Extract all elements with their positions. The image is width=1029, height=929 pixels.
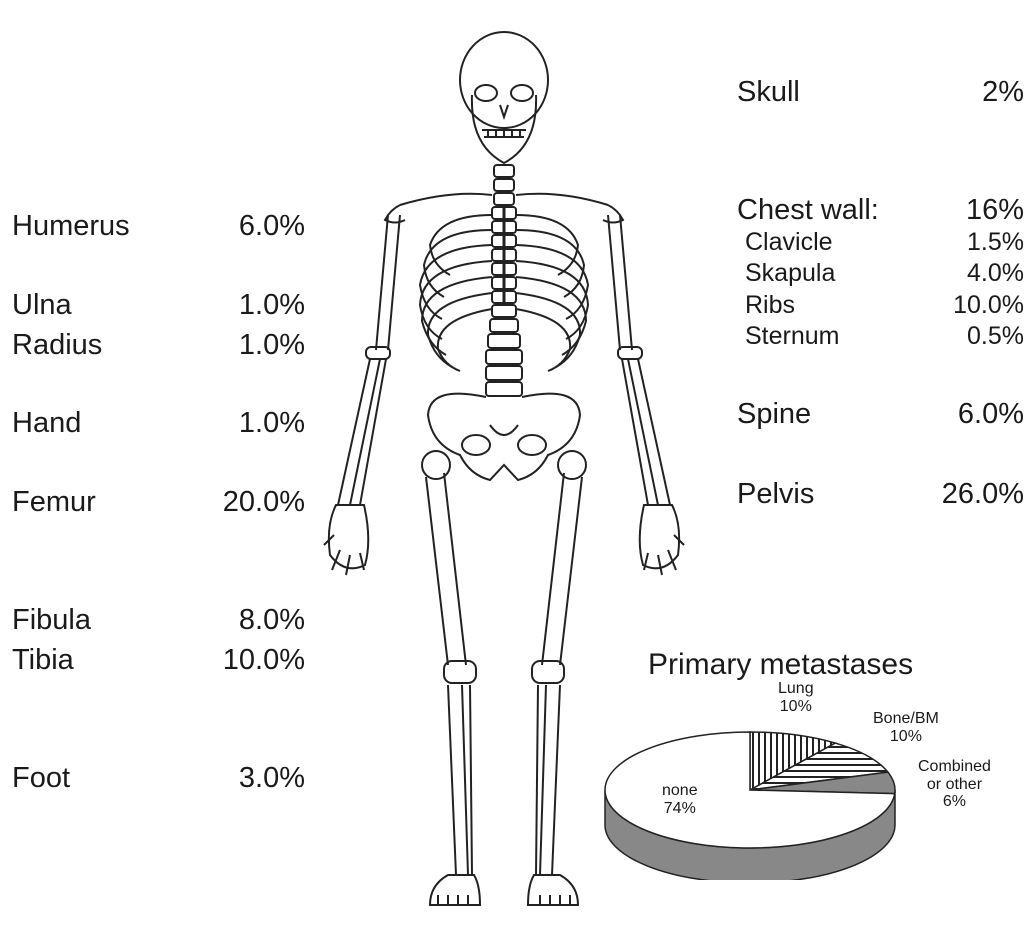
value-chest-wall: 16%	[966, 196, 1024, 225]
label-hand: Hand	[12, 409, 81, 438]
value-radius: 1.0%	[239, 331, 305, 360]
pie-label-combined-line2: or other	[918, 776, 991, 794]
pie-label-lung-value: 10%	[778, 698, 814, 716]
pie-label-combined: Combined or other 6%	[918, 758, 991, 811]
value-clavicle: 1.5%	[967, 230, 1024, 255]
primary-metastases-pie	[600, 690, 900, 880]
pie-label-combined-value: 6%	[918, 793, 991, 811]
label-sternum: Sternum	[745, 324, 839, 349]
value-skull: 2%	[982, 78, 1024, 107]
label-skapula: Skapula	[745, 261, 835, 286]
value-ulna: 1.0%	[239, 291, 305, 320]
value-skapula: 4.0%	[967, 261, 1024, 286]
value-spine: 6.0%	[958, 400, 1024, 429]
value-humerus: 6.0%	[239, 212, 305, 241]
pie-title: Primary metastases	[648, 648, 913, 682]
pie-label-bone: Bone/BM 10%	[873, 710, 939, 745]
label-pelvis: Pelvis	[737, 480, 814, 509]
value-sternum: 0.5%	[967, 324, 1024, 349]
value-fibula: 8.0%	[239, 606, 305, 635]
value-femur: 20.0%	[223, 488, 305, 517]
pie-label-combined-line1: Combined	[918, 758, 991, 776]
pie-label-bone-name: Bone/BM	[873, 710, 939, 728]
ribs-icon	[420, 205, 588, 371]
label-skull: Skull	[737, 78, 800, 107]
pie-label-none: none 74%	[662, 782, 698, 817]
skull-icon	[460, 32, 548, 163]
value-ribs: 10.0%	[953, 293, 1024, 318]
value-pelvis: 26.0%	[942, 480, 1024, 509]
label-spine: Spine	[737, 400, 811, 429]
value-tibia: 10.0%	[223, 646, 305, 675]
right-arm-icon	[608, 215, 684, 575]
left-leg-icon	[422, 451, 480, 905]
label-fibula: Fibula	[12, 606, 91, 635]
label-tibia: Tibia	[12, 646, 74, 675]
left-clavicle-icon	[400, 194, 492, 205]
label-ribs: Ribs	[745, 293, 795, 318]
label-chest-wall: Chest wall:	[737, 196, 879, 225]
pie-label-lung: Lung 10%	[778, 680, 814, 715]
value-hand: 1.0%	[239, 409, 305, 438]
right-clavicle-icon	[516, 194, 608, 205]
value-foot: 3.0%	[239, 764, 305, 793]
pie-label-lung-name: Lung	[778, 680, 814, 698]
label-humerus: Humerus	[12, 212, 130, 241]
left-arm-icon	[324, 215, 400, 575]
label-foot: Foot	[12, 764, 70, 793]
label-femur: Femur	[12, 488, 96, 517]
label-clavicle: Clavicle	[745, 230, 833, 255]
right-leg-icon	[528, 451, 586, 905]
pie-label-bone-value: 10%	[873, 728, 939, 746]
label-ulna: Ulna	[12, 291, 72, 320]
label-radius: Radius	[12, 331, 102, 360]
pie-label-none-value: 74%	[662, 800, 698, 818]
pie-label-none-name: none	[662, 782, 698, 800]
